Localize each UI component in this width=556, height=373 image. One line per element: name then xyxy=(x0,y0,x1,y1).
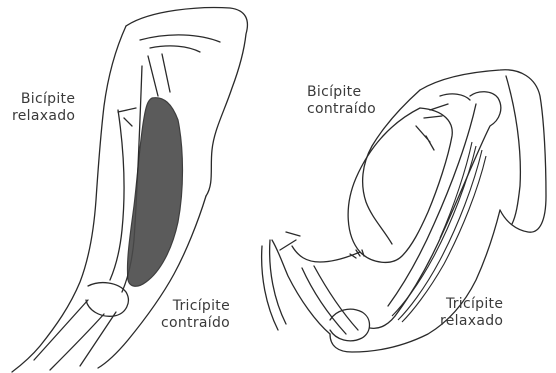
label-tricep-relaxed-line1: Tricípite xyxy=(440,296,503,313)
left-arm-bicep-outline xyxy=(110,110,124,280)
right-arm-scapula xyxy=(506,76,520,224)
left-arm-deltoid-edge xyxy=(140,35,220,52)
right-arm-tricep-relaxed xyxy=(392,142,486,322)
left-arm-tricep-contracted xyxy=(127,98,182,287)
right-arm-back-edge xyxy=(330,210,500,352)
label-tricep-contracted-line2: contraído xyxy=(161,315,230,332)
right-arm-bicep-contracted xyxy=(348,108,452,262)
right-arm-humerus-inner xyxy=(388,104,476,306)
label-bicep-relaxed-line2: relaxado xyxy=(12,108,75,125)
label-bicep-contracted-line2: contraído xyxy=(307,101,376,118)
left-arm-elbow xyxy=(86,283,128,317)
right-arm-elbow xyxy=(330,309,370,341)
label-tricep-contracted-line1: Tricípite xyxy=(161,298,230,315)
label-bicep-contracted-line1: Bicípite xyxy=(307,84,376,101)
label-bicep-relaxed-line1: Bicípite xyxy=(12,91,75,108)
label-tricep-contracted: Tricípite contraído xyxy=(161,298,230,332)
left-arm-front-edge xyxy=(12,26,126,372)
right-arm-humerus xyxy=(370,92,501,329)
right-arm-forearm-outer xyxy=(272,240,330,334)
left-arm-forearm-bones xyxy=(34,300,116,370)
right-arm-flexed xyxy=(262,70,546,352)
right-arm-shoulder-outline xyxy=(420,70,546,232)
label-bicep-relaxed: Bicípite relaxado xyxy=(12,91,75,125)
label-bicep-contracted: Bicípite contraído xyxy=(307,84,376,118)
right-arm-shoulder-joint xyxy=(416,94,470,150)
label-tricep-relaxed-line2: relaxado xyxy=(440,313,503,330)
label-tricep-relaxed: Tricípite relaxado xyxy=(440,296,503,330)
